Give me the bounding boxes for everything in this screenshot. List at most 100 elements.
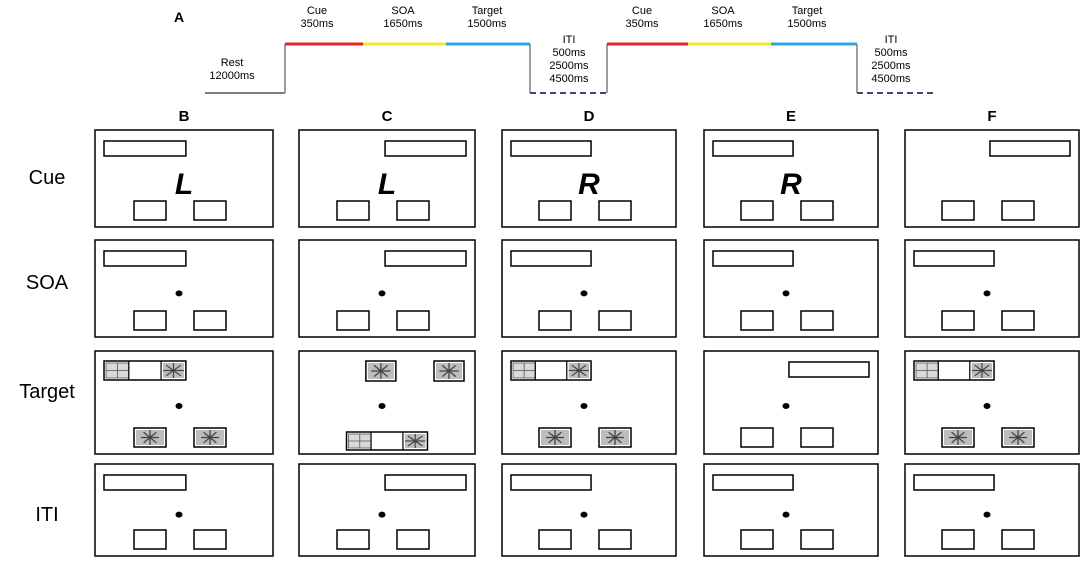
timeline-label-cue2-1: 350ms	[625, 18, 659, 30]
top-bar	[510, 140, 592, 157]
bottom-box	[133, 200, 167, 221]
bottom-box	[800, 200, 834, 221]
top-bar	[913, 474, 995, 491]
bottom-box	[336, 200, 370, 221]
frame-d-target	[501, 350, 677, 455]
target-bar-ray	[173, 364, 182, 371]
column-label-f: F	[987, 108, 996, 125]
frame-e-target	[703, 350, 879, 455]
column-label-d: D	[584, 108, 595, 125]
timeline-label-target1-1: 1500ms	[467, 18, 507, 30]
frame-e-cue: R	[703, 129, 879, 228]
row-label-target: Target	[19, 381, 75, 403]
timeline-label-target1-0: Target	[472, 5, 503, 17]
timeline-label-rest-1: 12000ms	[209, 70, 255, 82]
top-star-right-ray	[448, 364, 457, 372]
target-bar-ray	[165, 364, 174, 371]
bottom-star-box-ray	[614, 437, 622, 444]
bottom-star-box-ray	[149, 437, 157, 444]
top-star-left-ray	[380, 370, 389, 378]
fixation-dot	[378, 403, 386, 409]
frame-f-iti	[904, 463, 1080, 557]
bottom-star-box-ray	[1011, 437, 1019, 444]
timeline-label-iti2-1: 500ms	[874, 47, 908, 59]
timeline-label-iti1-3: 4500ms	[549, 73, 589, 85]
bottom-box	[740, 310, 774, 331]
target-bar-ray	[974, 370, 983, 377]
cue-letter: R	[780, 168, 802, 201]
fixation-dot	[378, 290, 386, 297]
bottom-star-box-ray	[1017, 431, 1025, 438]
bottom-star-box-ray	[1017, 437, 1025, 444]
target-bar-ray	[165, 370, 174, 377]
bottom-box	[538, 310, 572, 331]
frame-b-cue: L	[94, 129, 274, 228]
top-star-left-ray	[380, 364, 389, 372]
bottom-box	[336, 529, 370, 550]
target-bar-bottom-ray	[407, 440, 416, 447]
timeline-label-iti2-0: ITI	[885, 34, 898, 46]
frame-f-cue	[904, 129, 1080, 228]
bottom-box	[1001, 310, 1035, 331]
fixation-dot	[175, 403, 183, 409]
top-bar	[103, 474, 187, 491]
timeline-label-target2-0: Target	[792, 5, 823, 17]
top-bar	[712, 140, 794, 157]
target-bar-ray	[981, 370, 990, 377]
target-bar-ray	[578, 370, 587, 377]
top-bar	[384, 140, 467, 157]
bottom-box	[800, 310, 834, 331]
fixation-dot	[175, 290, 183, 297]
bottom-star-box-ray	[1011, 431, 1019, 438]
top-bar	[103, 250, 187, 267]
bottom-box	[396, 310, 430, 331]
top-star-right-ray	[441, 364, 450, 372]
timeline-label-cue2-0: Cue	[632, 5, 652, 17]
frame-f-target	[904, 350, 1080, 455]
bottom-box	[941, 200, 975, 221]
top-star-right-ray	[448, 370, 457, 378]
bottom-box	[1001, 200, 1035, 221]
frame-f-soa	[904, 239, 1080, 338]
bottom-box	[193, 529, 227, 550]
top-bar	[384, 474, 467, 491]
bottom-box	[336, 310, 370, 331]
fixation-dot	[378, 511, 386, 518]
bottom-star-box-ray	[951, 437, 959, 444]
cue-letter: L	[175, 168, 193, 201]
bottom-star-box-ray	[209, 437, 217, 444]
timeline-label-iti1-0: ITI	[563, 34, 576, 46]
target-bar-ray	[571, 364, 580, 371]
bottom-box	[800, 529, 834, 550]
frame-d-iti	[501, 463, 677, 557]
bottom-star-box-ray	[203, 437, 211, 444]
trial-timeline: ARest12000msCue350msSOA1650msTarget1500m…	[174, 5, 935, 94]
bottom-box	[598, 310, 632, 331]
fixation-dot	[983, 290, 991, 297]
timeline-label-soa2-1: 1650ms	[703, 18, 743, 30]
bottom-box	[193, 200, 227, 221]
timeline-label-rest-0: Rest	[221, 57, 244, 69]
frame-c-soa	[298, 239, 476, 338]
target-bar-ray	[974, 364, 983, 371]
frame-d-soa	[501, 239, 677, 338]
bottom-star-box-ray	[203, 431, 211, 438]
timeline-label-soa2-0: SOA	[711, 5, 735, 17]
top-bar	[712, 250, 794, 267]
bottom-box	[193, 310, 227, 331]
timeline-label-target2-1: 1500ms	[787, 18, 827, 30]
target-bar-ray	[981, 364, 990, 371]
timeline-label-cue1-1: 350ms	[300, 18, 334, 30]
timeline-label-iti2-2: 2500ms	[871, 60, 911, 72]
bottom-star-box-ray	[957, 437, 965, 444]
bottom-star-box-ray	[143, 431, 151, 438]
bottom-box	[598, 200, 632, 221]
fixation-dot	[983, 403, 991, 409]
timeline-label-iti2-3: 4500ms	[871, 73, 911, 85]
top-bar	[788, 361, 870, 378]
frame-c-iti	[298, 463, 476, 557]
target-bar-bottom-ray	[414, 440, 423, 447]
fixation-dot	[782, 511, 790, 518]
top-bar	[913, 250, 995, 267]
